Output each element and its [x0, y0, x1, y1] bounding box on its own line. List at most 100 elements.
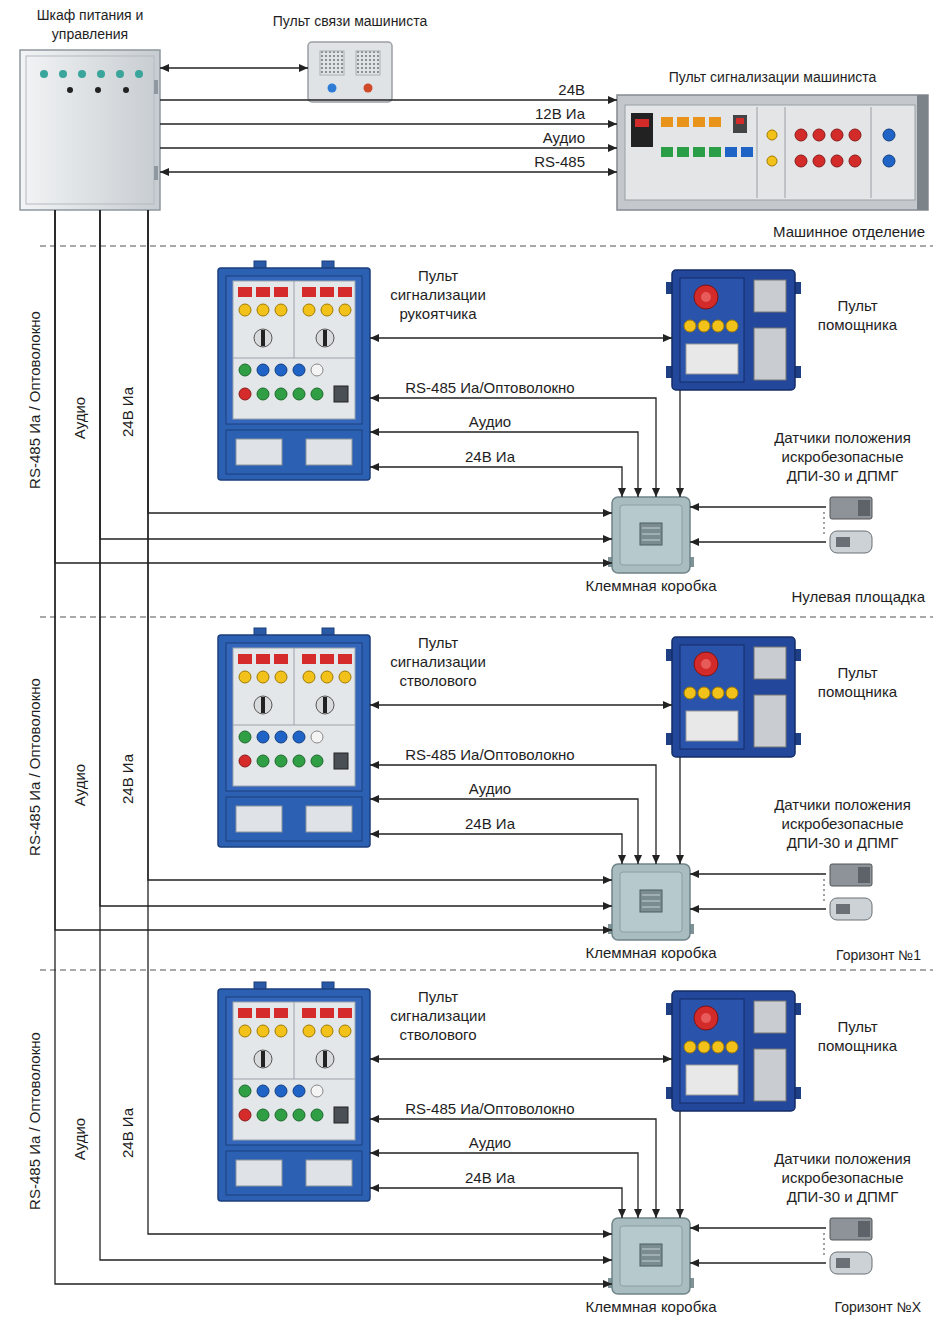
connector-line — [370, 337, 672, 338]
driver-intercom-part — [308, 42, 392, 102]
driver-signal-console-part — [635, 119, 649, 127]
connector — [690, 503, 826, 546]
node-title: Клеммная коробка — [561, 943, 741, 962]
signal-label: Аудио — [467, 1134, 513, 1152]
control-cabinet-part — [95, 87, 101, 93]
signal-label: 24В — [556, 81, 587, 99]
arrow-head — [603, 902, 612, 910]
zone-label: Нулевая площадка — [791, 588, 925, 606]
control-cabinet-part — [40, 70, 48, 78]
arrow-head — [603, 509, 612, 517]
arrow-head — [603, 926, 612, 934]
zone-divider — [40, 616, 933, 617]
arrow-head — [370, 428, 379, 436]
signal-label: RS-485 Иа/Оптоволокно — [403, 1100, 576, 1118]
helper-panel — [666, 270, 801, 390]
signal-panel — [218, 628, 370, 847]
arrow-head — [370, 830, 379, 838]
control-cabinet-part — [154, 80, 158, 94]
helper-panel — [666, 637, 801, 757]
arrow-head — [652, 855, 660, 864]
driver-signal-console-part — [795, 129, 807, 141]
signal-label: Аудио — [467, 413, 513, 431]
connector — [100, 210, 612, 543]
signal-label: RS-485 Иа / Оптоволокно — [26, 309, 44, 491]
connector-line — [370, 834, 622, 864]
junction-box — [608, 864, 694, 940]
connector-line — [370, 1058, 672, 1059]
connector-line — [370, 1119, 656, 1218]
connector-line — [370, 799, 638, 864]
helper-box: Пульт помощника — [672, 637, 795, 757]
arrow-head — [370, 394, 379, 402]
connector — [370, 1149, 642, 1218]
connector — [160, 96, 617, 104]
control-cabinet-part — [20, 50, 160, 210]
arrow-head — [603, 1256, 612, 1264]
signal-label: 24В Иа — [119, 752, 137, 806]
connector-line — [100, 210, 612, 906]
signal-label: Аудио — [467, 780, 513, 798]
driver-signal-console-part — [813, 129, 825, 141]
connector — [370, 1055, 672, 1063]
sensor-group: Датчики положения искробезопасные ДПИ-30… — [755, 428, 930, 558]
connector-line — [148, 210, 612, 513]
node-title: Пульт сигнализации стволового — [378, 987, 498, 1044]
control-cabinet-part — [97, 70, 105, 78]
sensor-group: Датчики положения искробезопасные ДПИ-30… — [755, 1149, 930, 1279]
control-cabinet — [20, 50, 160, 210]
arrow-head — [634, 855, 642, 864]
intercom-box: Пульт связи машиниста — [308, 42, 392, 102]
connector-line — [160, 67, 308, 68]
signal-label: 24В Иа — [463, 1169, 517, 1187]
driver-intercom — [308, 42, 392, 102]
node-title: Датчики положения искробезопасные ДПИ-30… — [755, 1149, 930, 1206]
arrow-head — [370, 463, 379, 471]
driver-signal-console-part — [725, 147, 737, 157]
driver-signal-console-part — [677, 147, 689, 157]
connector — [55, 210, 612, 1288]
arrow-head — [370, 1149, 379, 1157]
connector — [676, 1111, 684, 1218]
arrow-head — [676, 855, 684, 864]
arrow-head — [676, 488, 684, 497]
connector — [160, 64, 308, 72]
signal-label: 24В Иа — [119, 385, 137, 439]
signal-label: Аудио — [71, 395, 89, 441]
signal-label: 24В Иа — [119, 1106, 137, 1160]
signal-label: Аудио — [71, 762, 89, 808]
position-sensors — [824, 864, 872, 920]
node-title: Пульт сигнализации машиниста — [617, 68, 928, 87]
signal-panel-box: Пульт сигнализации стволового — [218, 635, 370, 847]
connector — [370, 1184, 626, 1218]
driver-signal-console-part — [883, 155, 895, 167]
connector — [370, 463, 626, 497]
connector-line — [679, 390, 680, 497]
driver-signal-console-part — [767, 156, 777, 166]
driver-signal-console-part — [849, 155, 861, 167]
signal-label: RS-485 Иа / Оптоволокно — [26, 1030, 44, 1212]
control-cabinet-part — [123, 87, 129, 93]
connector-line — [370, 432, 638, 497]
driver-signal-console-part — [693, 147, 705, 157]
driver-signal-console-part — [917, 95, 928, 210]
arrow-head — [652, 488, 660, 497]
signal-label: RS-485 — [532, 153, 587, 171]
connector-line — [148, 210, 612, 1234]
connector-line — [370, 398, 656, 497]
arrow-head — [603, 559, 612, 567]
arrow-head — [299, 64, 308, 72]
connector-line — [690, 908, 826, 909]
driver-signal-console-part — [831, 129, 843, 141]
junction-box: Клеммная коробка — [612, 864, 690, 940]
driver-signal-console-part — [813, 155, 825, 167]
driver-signal-console-part — [795, 155, 807, 167]
arrow-head — [634, 1209, 642, 1218]
arrow-head — [370, 761, 379, 769]
driver-signal-console-part — [631, 113, 653, 147]
node-title: Датчики положения искробезопасные ДПИ-30… — [755, 428, 930, 485]
arrow-head — [652, 1209, 660, 1218]
node-title: Пульт помощника — [800, 663, 915, 701]
